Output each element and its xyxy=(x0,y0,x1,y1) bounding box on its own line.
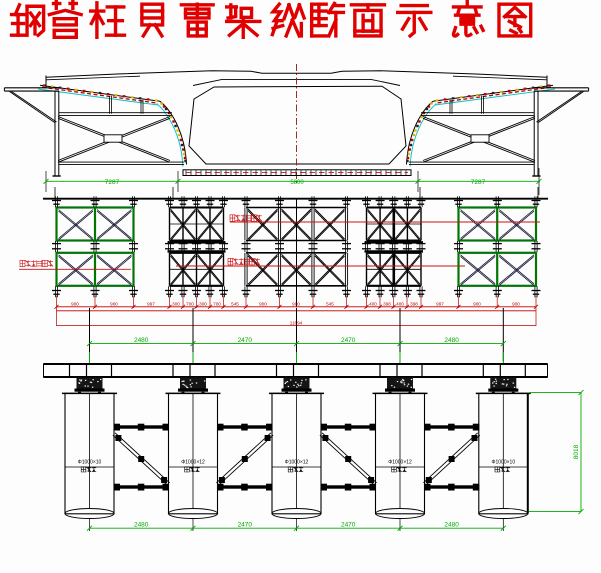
svg-text:2470: 2470 xyxy=(238,337,253,344)
svg-text:700: 700 xyxy=(213,301,221,306)
svg-text:Φ1000×12: Φ1000×12 xyxy=(181,460,205,466)
svg-text:545: 545 xyxy=(326,301,334,306)
svg-text:2470: 2470 xyxy=(238,522,253,529)
svg-text:7287: 7287 xyxy=(105,179,120,186)
svg-text:300: 300 xyxy=(199,301,207,306)
svg-text:7287: 7287 xyxy=(471,179,486,186)
svg-text:2470: 2470 xyxy=(341,337,356,344)
svg-text:Φ1000×12: Φ1000×12 xyxy=(388,460,412,466)
svg-text:997: 997 xyxy=(147,301,155,306)
svg-text:2480: 2480 xyxy=(444,337,459,344)
svg-text:2480: 2480 xyxy=(134,522,149,529)
svg-text:Φ1000×10: Φ1000×10 xyxy=(492,460,516,466)
svg-text:545: 545 xyxy=(231,301,239,306)
svg-text:900: 900 xyxy=(110,301,118,306)
svg-text:900: 900 xyxy=(473,301,481,306)
svg-text:700: 700 xyxy=(186,301,194,306)
svg-text:2470: 2470 xyxy=(341,522,356,529)
svg-text:900: 900 xyxy=(71,301,79,306)
svg-text:398: 398 xyxy=(383,301,391,306)
svg-text:900: 900 xyxy=(512,301,520,306)
svg-text:398: 398 xyxy=(410,301,418,306)
svg-text:400: 400 xyxy=(396,301,404,306)
svg-text:900: 900 xyxy=(259,301,267,306)
svg-text:2480: 2480 xyxy=(134,337,149,344)
svg-text:Φ1000×10: Φ1000×10 xyxy=(78,460,102,466)
svg-text:900: 900 xyxy=(292,301,300,306)
svg-text:5800: 5800 xyxy=(290,180,304,186)
svg-text:997: 997 xyxy=(436,301,444,306)
svg-text:8018: 8018 xyxy=(573,444,580,459)
svg-text:Φ1000×12: Φ1000×12 xyxy=(285,460,309,466)
svg-text:2480: 2480 xyxy=(444,522,459,529)
svg-text:300: 300 xyxy=(172,301,180,306)
svg-text:400: 400 xyxy=(369,301,377,306)
